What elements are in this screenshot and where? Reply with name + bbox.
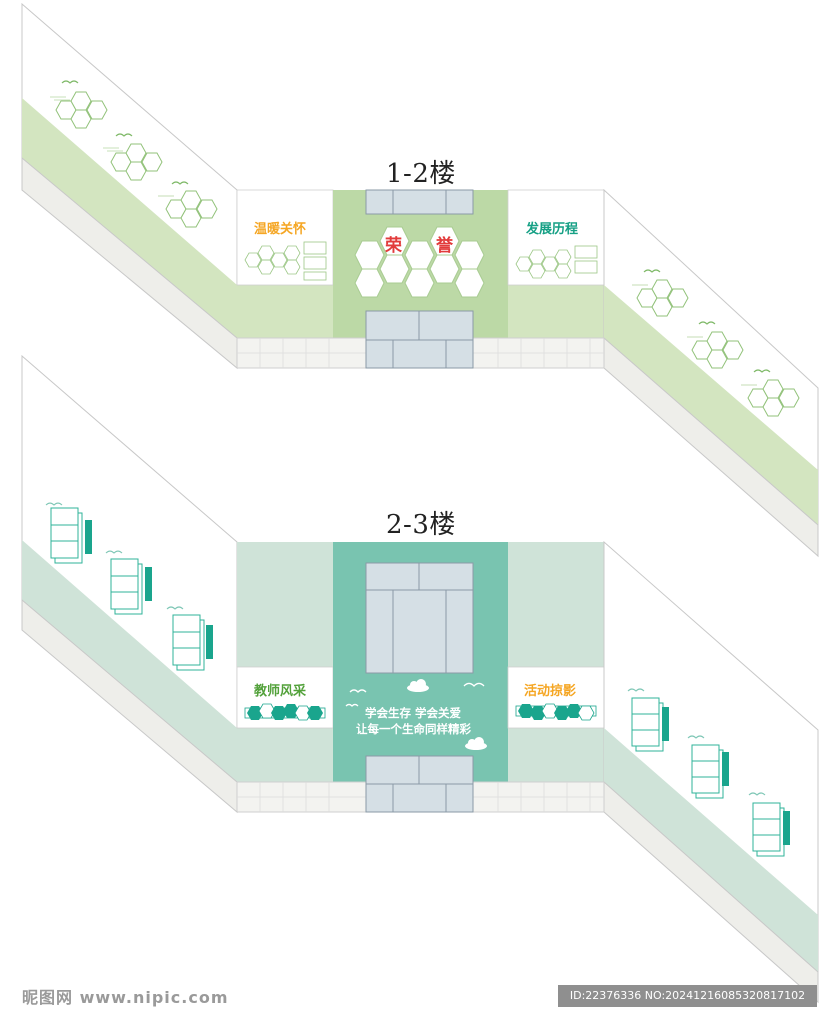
slogan-line-1: 学会生存 学会关爱 (365, 706, 462, 720)
floor1-right-panel-hexagon-icon (515, 249, 572, 279)
floor2-bottom-window-icon (365, 755, 474, 813)
floor1-left-panel-frame-icon (303, 241, 327, 281)
floor2-right-panel-hexagon-strip-icon (515, 703, 597, 721)
floor-1-2-title: 1-2楼 (386, 159, 456, 189)
floor1-left-band (22, 98, 237, 338)
floor1-left-panel (236, 189, 334, 286)
floor2-cloud-icon (407, 679, 487, 750)
slogan-line-2: 让每一个生命同样精彩 (356, 722, 471, 736)
floor2-side-wall-right (508, 542, 604, 782)
floor1-right-wall-hexagon-cluster-icon (636, 279, 800, 417)
floor1-left-wall-hexagon-cluster-icon (55, 91, 218, 228)
floor1-left-panel-hexagon-icon (244, 245, 301, 275)
panel-label-development-history: 发展历程 (526, 222, 579, 237)
floor1-top-window-icon (365, 189, 474, 215)
floor1-right-panel-frame-icon (574, 245, 598, 274)
panel-label-warm-care: 温暖关怀 (254, 222, 307, 237)
floor1-right-band (604, 285, 818, 525)
floor2-right-wall-photo-frame-icon (627, 688, 790, 857)
honor-hexagon-cluster-icon (354, 226, 485, 298)
floor2-left-panel-hexagon-strip-icon (244, 703, 326, 721)
floor2-side-wall-left (237, 542, 333, 782)
floor2-bird-icon (345, 682, 485, 707)
floor2-top-window-icon (365, 562, 474, 674)
floor-1-2-group (21, 2, 819, 558)
floor-2-3-group (21, 354, 819, 1004)
floor1-bottom-window-icon (365, 310, 474, 369)
panel-label-activity-glimpse: 活动掠影 (524, 684, 577, 699)
floor2-left-band (22, 540, 237, 782)
floor1-right-wall-bird-icon (632, 269, 771, 386)
watermark-id: ID:22376336 NO:20241216085320817102 (558, 985, 817, 1007)
panel-label-teacher-style: 教师风采 (254, 684, 307, 699)
floor2-left-wall-photo-frame-icon (45, 502, 213, 671)
honor-char-2: 誉 (436, 236, 453, 256)
floor1-left-wall-bird-icon (50, 80, 189, 197)
honor-char-1: 荣 (385, 236, 402, 256)
floor2-right-band (604, 728, 818, 972)
watermark-site: 昵图网 www.nipic.com (22, 988, 229, 1007)
floor-2-3-title: 2-3楼 (386, 510, 456, 540)
